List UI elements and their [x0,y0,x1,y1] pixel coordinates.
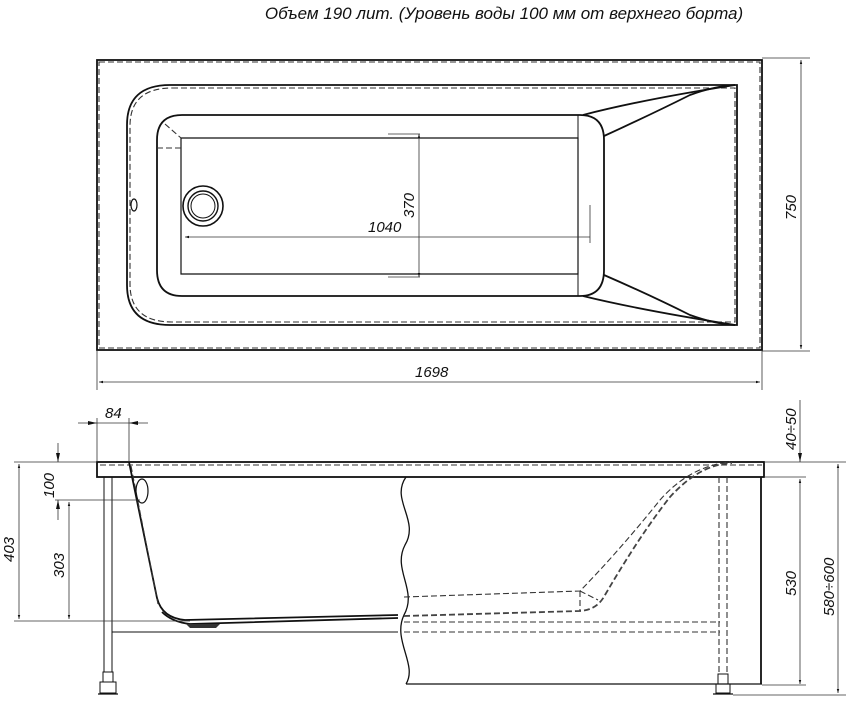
left-leg [98,477,118,695]
dim-bowl-depth: 303 [51,552,68,578]
drain-side-icon [186,624,220,628]
tub-left-wall [128,461,399,621]
break-line [400,476,410,685]
dim-overall-width: 750 [783,194,800,220]
side-view: 84 403 100 303 40÷50 530 580÷600 [1,400,846,696]
drain-icon [182,185,224,227]
overflow-side-icon [135,478,149,504]
drawing-title: Объем 190 лит. (Уровень воды 100 мм от в… [264,4,744,23]
dim-body-height: 530 [783,570,800,596]
dim-inner-width: 370 [401,192,418,218]
bowl-contour [156,114,605,297]
dim-rim-clearance: 40÷50 [783,408,800,450]
top-view: 370 1040 750 1698 [96,57,810,390]
dim-total-inner-depth: 403 [1,536,18,562]
overflow-icon [130,198,138,212]
outer-rim [96,59,763,351]
dim-overall-length: 1698 [415,364,449,381]
side-rim [96,461,765,478]
bowl-floor [180,137,579,275]
dim-total-height: 580÷600 [821,557,838,616]
rim-inner-contour [126,84,738,326]
dim-water-level: 100 [41,472,58,498]
right-leg [713,477,733,695]
dim-rim-offset: 84 [105,405,122,422]
dim-inner-length: 1040 [368,219,402,236]
